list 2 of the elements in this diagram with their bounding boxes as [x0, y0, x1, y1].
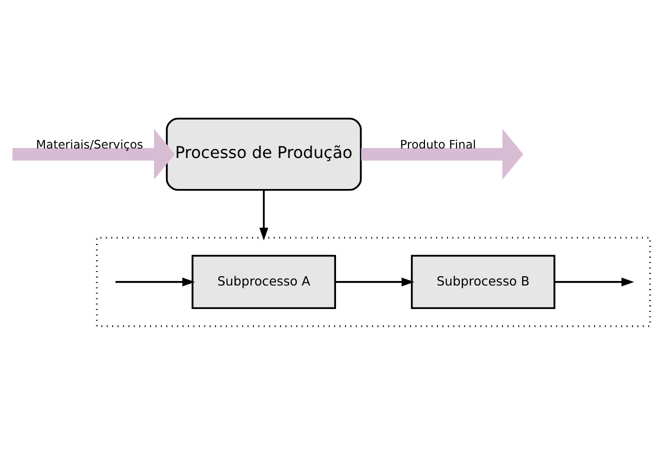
edge-label: Produto Final [400, 137, 476, 152]
edge-label: Materiais/Serviços [36, 137, 144, 152]
